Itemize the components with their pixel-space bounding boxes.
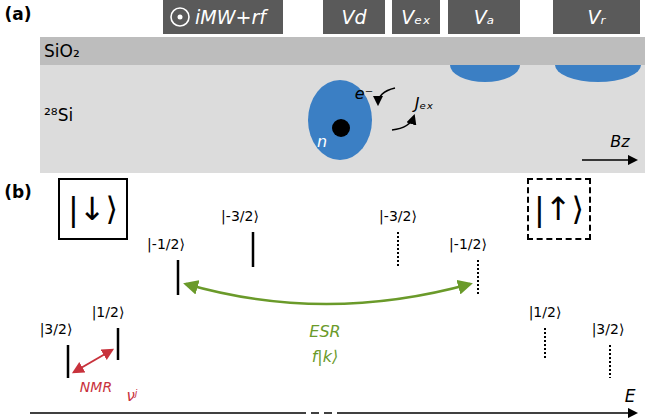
energy-level — [609, 345, 611, 378]
exchange-arrow — [378, 88, 395, 104]
level-label: |1/2⟩ — [92, 305, 125, 319]
nmr-transition — [74, 350, 112, 372]
level-label: |-3/2⟩ — [379, 209, 417, 223]
level-label: |1/2⟩ — [529, 305, 562, 319]
oxide-layer — [40, 37, 645, 65]
node-text: Vₐ — [474, 6, 494, 28]
gate-electrode: Vₐ — [448, 0, 520, 34]
node-text: Vd — [341, 6, 366, 28]
energy-level — [544, 328, 546, 360]
node-text: |↓⟩ — [68, 190, 118, 228]
energy-axis — [337, 412, 636, 414]
energy-level — [477, 260, 479, 295]
field-arrow — [582, 159, 636, 161]
energy-level — [397, 232, 399, 267]
gate-electrode: Vₑₓ — [392, 0, 440, 34]
node-text: ²⁸Si — [44, 105, 73, 125]
gate-electrode: iMW+rf — [163, 0, 283, 34]
esr-label: ESR — [309, 324, 340, 340]
level-label: |-3/2⟩ — [221, 209, 259, 223]
axis-break — [311, 412, 319, 414]
current-direction-symbol — [171, 8, 189, 26]
exchange-label: Jₑₓ — [415, 96, 434, 112]
donor-nucleus — [332, 119, 350, 137]
node-text: SiO₂ — [44, 41, 80, 61]
nucleus-label: n — [317, 134, 327, 150]
energy-level — [252, 232, 255, 267]
axis-break — [324, 412, 332, 414]
node-text: iMW+rf — [195, 6, 266, 28]
gate-electrode: Vᵣ — [553, 0, 640, 34]
energy-level — [177, 260, 180, 295]
gate-electrode: Vd — [323, 0, 385, 34]
energy-level — [117, 328, 120, 360]
esr-frequency: f|k⟩ — [312, 349, 339, 365]
node-text: Vₑₓ — [401, 6, 430, 28]
nmr-frequency: νʲ — [126, 389, 137, 404]
energy-axis — [30, 412, 306, 414]
current-direction-symbol — [178, 15, 183, 20]
level-label: |3/2⟩ — [40, 322, 73, 336]
axis-label: E — [625, 388, 636, 405]
energy-level — [67, 345, 70, 378]
esr-transition — [186, 284, 470, 304]
electron-label: e⁻ — [355, 86, 373, 102]
spin-down-box: |↓⟩ — [58, 178, 128, 240]
spin-up-box: |↑⟩ — [527, 178, 591, 240]
level-label: |-1/2⟩ — [147, 237, 185, 251]
electron-pool — [450, 65, 520, 82]
field-label: Bz — [610, 134, 629, 150]
level-label: |3/2⟩ — [592, 322, 625, 336]
node-text: Vᵣ — [588, 6, 606, 28]
node-text: |↑⟩ — [534, 190, 584, 228]
current-direction-symbol — [169, 6, 191, 28]
level-label: |-1/2⟩ — [449, 237, 487, 251]
nmr-label: NMR — [80, 380, 112, 394]
silicon-layer-label: ²⁸Si — [44, 100, 124, 130]
exchange-arrow — [392, 116, 414, 130]
silicon-substrate — [40, 65, 645, 173]
panel-label: (a) — [4, 6, 31, 23]
oxide-layer-label: SiO₂ — [44, 38, 124, 64]
panel-label: (b) — [4, 184, 32, 201]
electron-pool — [555, 65, 641, 82]
